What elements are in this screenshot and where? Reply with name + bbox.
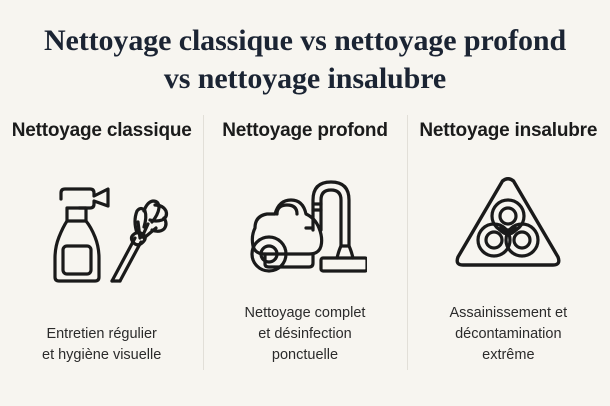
comparison-columns: Nettoyage classique (0, 112, 610, 374)
column-caption: Assainissement et décontamination extrêm… (449, 304, 568, 363)
spray-bottle-and-feather-duster-icon (8, 143, 195, 324)
vacuum-cleaner-icon (211, 143, 398, 303)
column-heading: Nettoyage classique (11, 120, 192, 141)
column-nettoyage-profond: Nettoyage profond (203, 112, 406, 374)
biohazard-warning-icon (415, 143, 602, 303)
column-nettoyage-classique: Nettoyage classique (0, 112, 203, 374)
column-heading: Nettoyage insalubre (419, 120, 598, 141)
page-title: Nettoyage classique vs nettoyage profond… (43, 24, 567, 96)
column-heading: Nettoyage profond (222, 120, 388, 141)
column-caption: Entretien régulier et hygiène visuelle (42, 325, 162, 363)
column-caption: Nettoyage complet et désinfection ponctu… (244, 304, 366, 363)
column-nettoyage-insalubre: Nettoyage insalubre (406, 112, 610, 374)
